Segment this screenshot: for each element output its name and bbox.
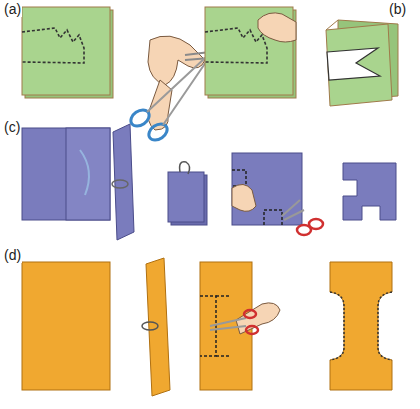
panel-label: (a): [3, 2, 22, 17]
green-paper-being-cut: [205, 7, 296, 98]
yellow-paper-sheet: [22, 262, 110, 390]
yellow-folded-strip: [142, 258, 170, 396]
blue-folded-stack: [168, 162, 207, 225]
blue-cut-result: [343, 163, 396, 220]
panel-label: (d): [3, 248, 22, 263]
panel-label: (b): [388, 2, 407, 17]
green-paper-folded: [22, 7, 113, 98]
blue-folded-strip: [112, 124, 134, 240]
green-folded-card: [326, 20, 398, 106]
blue-paper-sheet: [22, 128, 110, 220]
panel-label: (c): [3, 120, 21, 135]
blue-paper-being-cut: [232, 153, 323, 235]
hand-with-scissors: [128, 36, 210, 143]
yellow-paper-being-cut: [200, 262, 280, 390]
yellow-cut-result: [330, 262, 392, 390]
